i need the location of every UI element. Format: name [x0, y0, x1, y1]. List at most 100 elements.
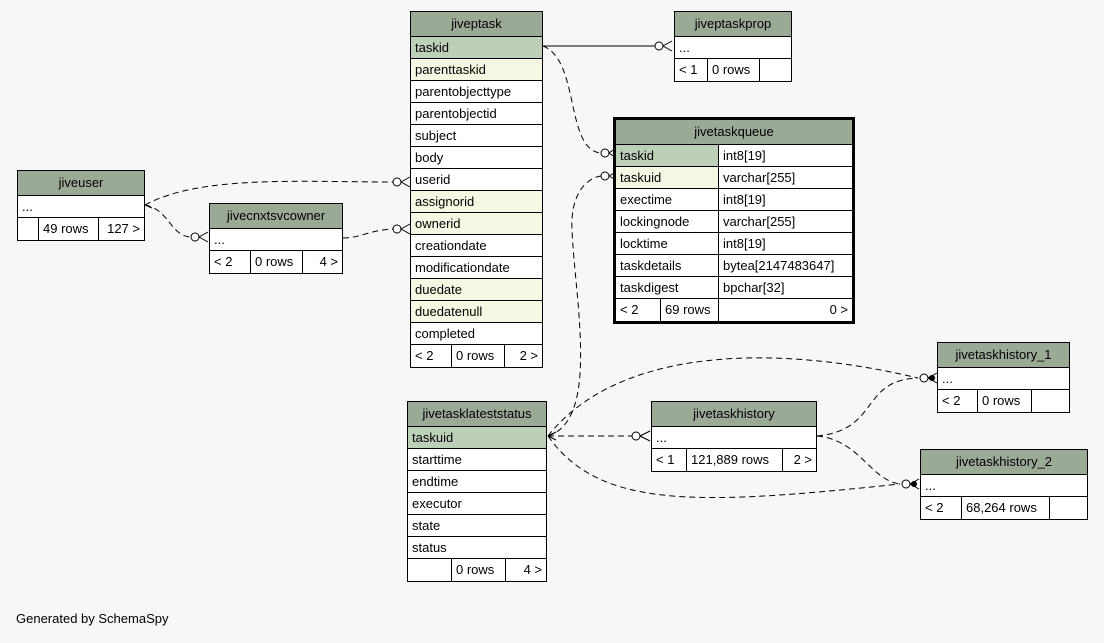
table-footer: 49 rows 127 > [18, 218, 144, 240]
column-row: ... [675, 37, 791, 59]
table-jivetaskhistory-1[interactable]: jivetaskhistory_1 ... < 2 0 rows [937, 342, 1070, 413]
column-name: taskuid [616, 167, 719, 188]
link-user-ptask [144, 180, 394, 206]
column-type: int8[19] [719, 145, 852, 166]
children-count[interactable]: 2 > [519, 348, 538, 363]
column-modificationdate: modificationdate [411, 257, 542, 279]
column-name: lockingnode [616, 211, 719, 232]
children-count: 0 > [829, 302, 848, 317]
table-header[interactable]: jivecnxtsvcowner [210, 204, 342, 229]
table-header[interactable]: jivetaskhistory_1 [938, 343, 1069, 368]
parents-count[interactable]: < 1 [675, 59, 708, 81]
column-row: ... [921, 475, 1087, 497]
column-state: state [408, 515, 546, 537]
children-count[interactable]: 4 > [523, 562, 542, 577]
link-lateststatus-history1 [547, 357, 919, 437]
column-row: ... [938, 368, 1069, 390]
column-parentobjecttype: parentobjecttype [411, 81, 542, 103]
row-count: 0 rows [452, 345, 505, 367]
link-ptask-taskqueue [542, 45, 602, 154]
row-count: 0 rows [452, 559, 506, 581]
parents-count[interactable]: < 2 [938, 390, 978, 412]
row-count: 49 rows [39, 218, 99, 240]
table-header[interactable]: jivetaskqueue [616, 120, 852, 145]
children-count[interactable]: 2 > [793, 452, 812, 467]
link-user-cnxtsvcowner [144, 204, 192, 238]
children-count[interactable]: 127 > [107, 221, 140, 236]
row-count: 68,264 rows [962, 497, 1050, 519]
table-footer: < 2 0 rows 2 > [411, 345, 542, 367]
generated-by-label: Generated by SchemaSpy [16, 611, 169, 626]
parents-count [18, 218, 39, 240]
column-starttime: starttime [408, 449, 546, 471]
parents-count[interactable]: < 2 [616, 299, 661, 321]
column-creationdate: creationdate [411, 235, 542, 257]
column-row: ... [18, 196, 144, 218]
table-header[interactable]: jivetaskhistory [652, 402, 816, 427]
column-taskid: taskid [411, 37, 542, 59]
table-jivecnxtsvcowner[interactable]: jivecnxtsvcowner ... < 2 0 rows 4 > [209, 203, 343, 274]
column-userid: userid [411, 169, 542, 191]
table-header[interactable]: jiveptaskprop [675, 12, 791, 37]
table-jiveptaskprop[interactable]: jiveptaskprop ... < 1 0 rows [674, 11, 792, 82]
column-status: status [408, 537, 546, 559]
parents-count[interactable]: < 2 [210, 251, 251, 273]
children-count [1032, 390, 1069, 412]
link-lateststatus-history2 [547, 435, 901, 498]
column-name: locktime [616, 233, 719, 254]
row-count: 0 rows [978, 390, 1032, 412]
column-assignorid: assignorid [411, 191, 542, 213]
column-name: taskdetails [616, 255, 719, 276]
parents-count[interactable]: < 2 [921, 497, 962, 519]
column-ownerid: ownerid [411, 213, 542, 235]
table-jiveuser[interactable]: jiveuser ... 49 rows 127 > [17, 170, 145, 241]
parents-count[interactable]: < 1 [652, 449, 687, 471]
link-history-history1 [816, 377, 919, 437]
parents-count[interactable]: < 2 [411, 345, 452, 367]
parents-count [408, 559, 452, 581]
table-footer: < 2 69 rows 0 > [616, 299, 852, 321]
column-body: body [411, 147, 542, 169]
table-footer: 0 rows 4 > [408, 559, 546, 581]
column-endtime: endtime [408, 471, 546, 493]
table-footer: < 2 0 rows [938, 390, 1069, 412]
table-header[interactable]: jivetaskhistory_2 [921, 450, 1087, 475]
column-type: int8[19] [719, 189, 852, 210]
column-executor: executor [408, 493, 546, 515]
column-name: taskdigest [616, 277, 719, 298]
children-count [760, 59, 791, 81]
row-count: 0 rows [251, 251, 303, 273]
table-header[interactable]: jivetasklateststatus [408, 402, 546, 427]
column-name: exectime [616, 189, 719, 210]
table-jivetaskhistory-2[interactable]: jivetaskhistory_2 ... < 2 68,264 rows [920, 449, 1088, 520]
link-cnxtsvcowner-ptask [342, 228, 394, 239]
column-completed: completed [411, 323, 542, 345]
column-duedate: duedate [411, 279, 542, 301]
link-lateststatus-taskqueue [547, 175, 602, 437]
table-jivetaskhistory[interactable]: jivetaskhistory ... < 1 121,889 rows 2 > [651, 401, 817, 472]
column-parentobjectid: parentobjectid [411, 103, 542, 125]
column-name: taskid [616, 145, 719, 166]
row-count: 0 rows [708, 59, 760, 81]
table-header[interactable]: jiveuser [18, 171, 144, 196]
table-header[interactable]: jiveptask [411, 12, 542, 37]
children-count[interactable]: 4 > [319, 254, 338, 269]
column-row: ... [652, 427, 816, 449]
children-count [1050, 497, 1087, 519]
table-footer: < 2 0 rows 4 > [210, 251, 342, 273]
column-parenttaskid: parenttaskid [411, 59, 542, 81]
column-type: varchar[255] [719, 167, 852, 188]
row-count: 69 rows [661, 299, 719, 321]
column-duedatenull: duedatenull [411, 301, 542, 323]
column-row: ... [210, 229, 342, 251]
link-history-history2 [816, 435, 901, 485]
